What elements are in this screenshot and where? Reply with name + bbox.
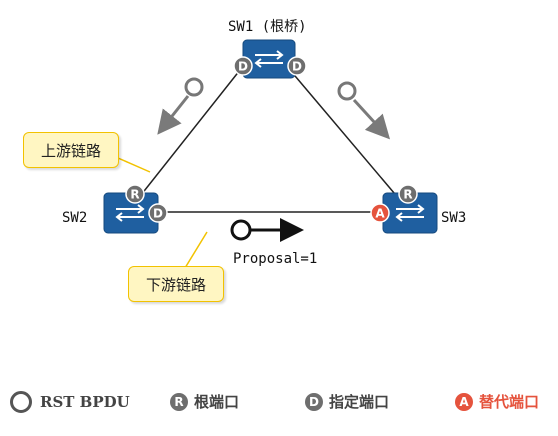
legend-bpdu-label: RST BPDU [40,393,130,411]
legend-alternate-port: A 替代端口 [455,391,539,412]
legend-bpdu: RST BPDU [10,391,130,413]
downstream-link-label: 下游链路 [145,275,206,294]
legend-root-port: R 根端口 [170,391,239,412]
root-port-icon: R [170,392,188,411]
sw3-label: SW3 [441,210,466,226]
sw1-label: SW1 (根桥) [228,19,307,35]
legend-root-port-label: 根端口 [194,393,240,411]
downstream-link-callout: 下游链路 [128,266,224,302]
designated-port-icon: D [305,392,323,411]
sw1-port-right: D [287,56,307,76]
sw3-port-top: R [398,184,418,204]
svg-text:R: R [130,188,139,202]
alternate-port-icon: A [455,392,473,411]
proposal-arrow [230,218,304,242]
upstream-link-callout: 上游链路 [23,132,119,168]
legend-designated-port: D 指定端口 [305,391,389,412]
sw2-port-top: R [125,184,145,204]
downstream-pointer [184,231,208,269]
link-sw1-sw2 [136,69,241,201]
switch-sw1 [242,39,296,79]
svg-text:D: D [238,60,248,74]
legend-alternate-port-label: 替代端口 [479,393,540,411]
upstream-pointer [117,157,151,173]
proposal-label: Proposal=1 [233,251,317,267]
link-sw1-sw3 [289,69,401,201]
svg-text:A: A [375,207,385,221]
sw2-port-right: D [148,203,168,223]
sw3-port-left: A [370,203,390,223]
svg-text:R: R [403,188,412,202]
legend-designated-port-label: 指定端口 [329,393,390,411]
sw2-label: SW2 [62,210,87,226]
upstream-link-label: 上游链路 [40,141,101,160]
sw1-port-left: D [233,56,253,76]
bpdu-ring-icon [10,391,32,413]
svg-text:D: D [292,60,302,74]
bpdu-arrow-left [157,77,204,135]
svg-text:D: D [153,207,163,221]
bpdu-arrow-right [337,81,391,140]
